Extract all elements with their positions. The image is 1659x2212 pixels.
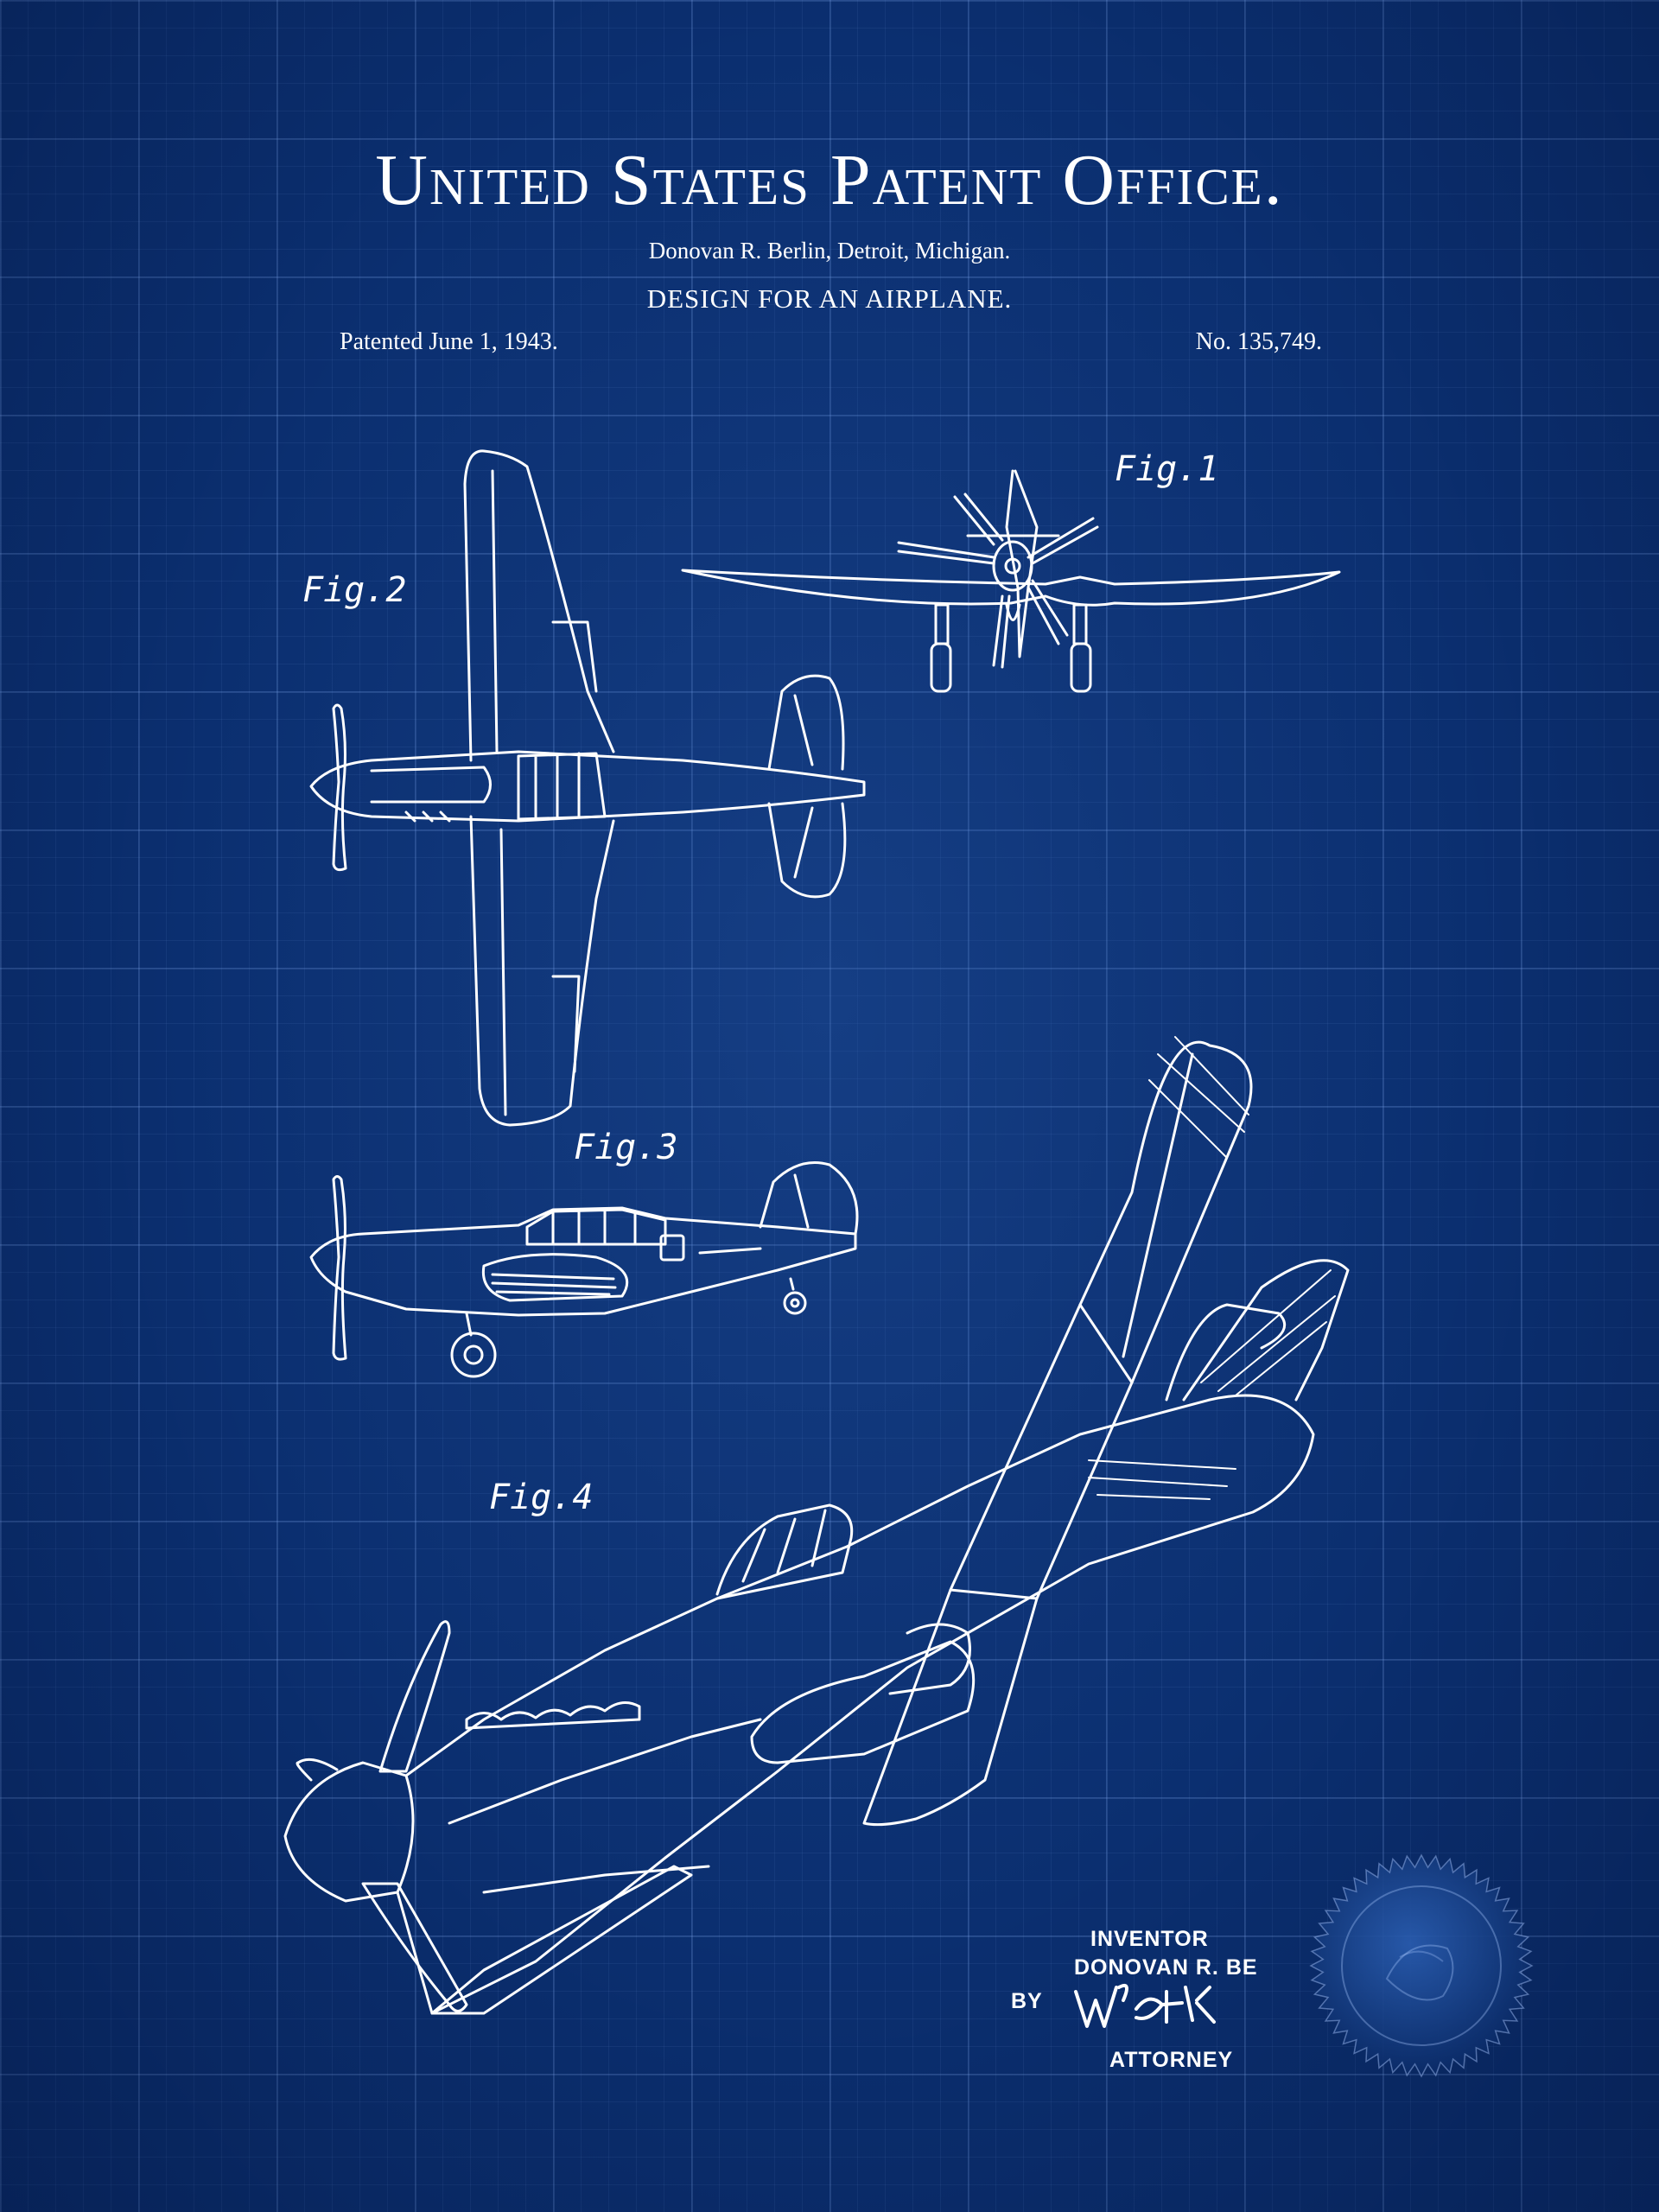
- fig4-label: Fig.4: [489, 1478, 594, 1517]
- fig1-label: Fig.1: [1115, 449, 1219, 489]
- inventor-line: Donovan R. Berlin, Detroit, Michigan.: [648, 238, 1011, 264]
- inventor-name: DONOVAN R. BE: [1074, 1955, 1258, 1980]
- patented-date: Patented June 1, 1943.: [340, 328, 558, 355]
- attorney-caption: ATTORNEY: [1109, 2048, 1234, 2072]
- inventor-caption: INVENTOR: [1090, 1927, 1209, 1951]
- fig4-perspective-drawing: [283, 1036, 1350, 2015]
- patent-number: No. 135,749.: [1195, 328, 1322, 355]
- fig3-side-view-drawing: [309, 1161, 859, 1378]
- patent-seal-icon: [1309, 1853, 1534, 2078]
- fig2-label: Fig.2: [302, 570, 407, 610]
- fig1-front-view-drawing: [681, 469, 1341, 693]
- fig2-top-view-drawing: [309, 449, 866, 1127]
- page-title: United States Patent Office.: [375, 140, 1284, 220]
- by-label: BY: [1011, 1989, 1043, 2013]
- design-title: DESIGN FOR AN AIRPLANE.: [646, 283, 1013, 314]
- fig3-label: Fig.3: [574, 1128, 678, 1167]
